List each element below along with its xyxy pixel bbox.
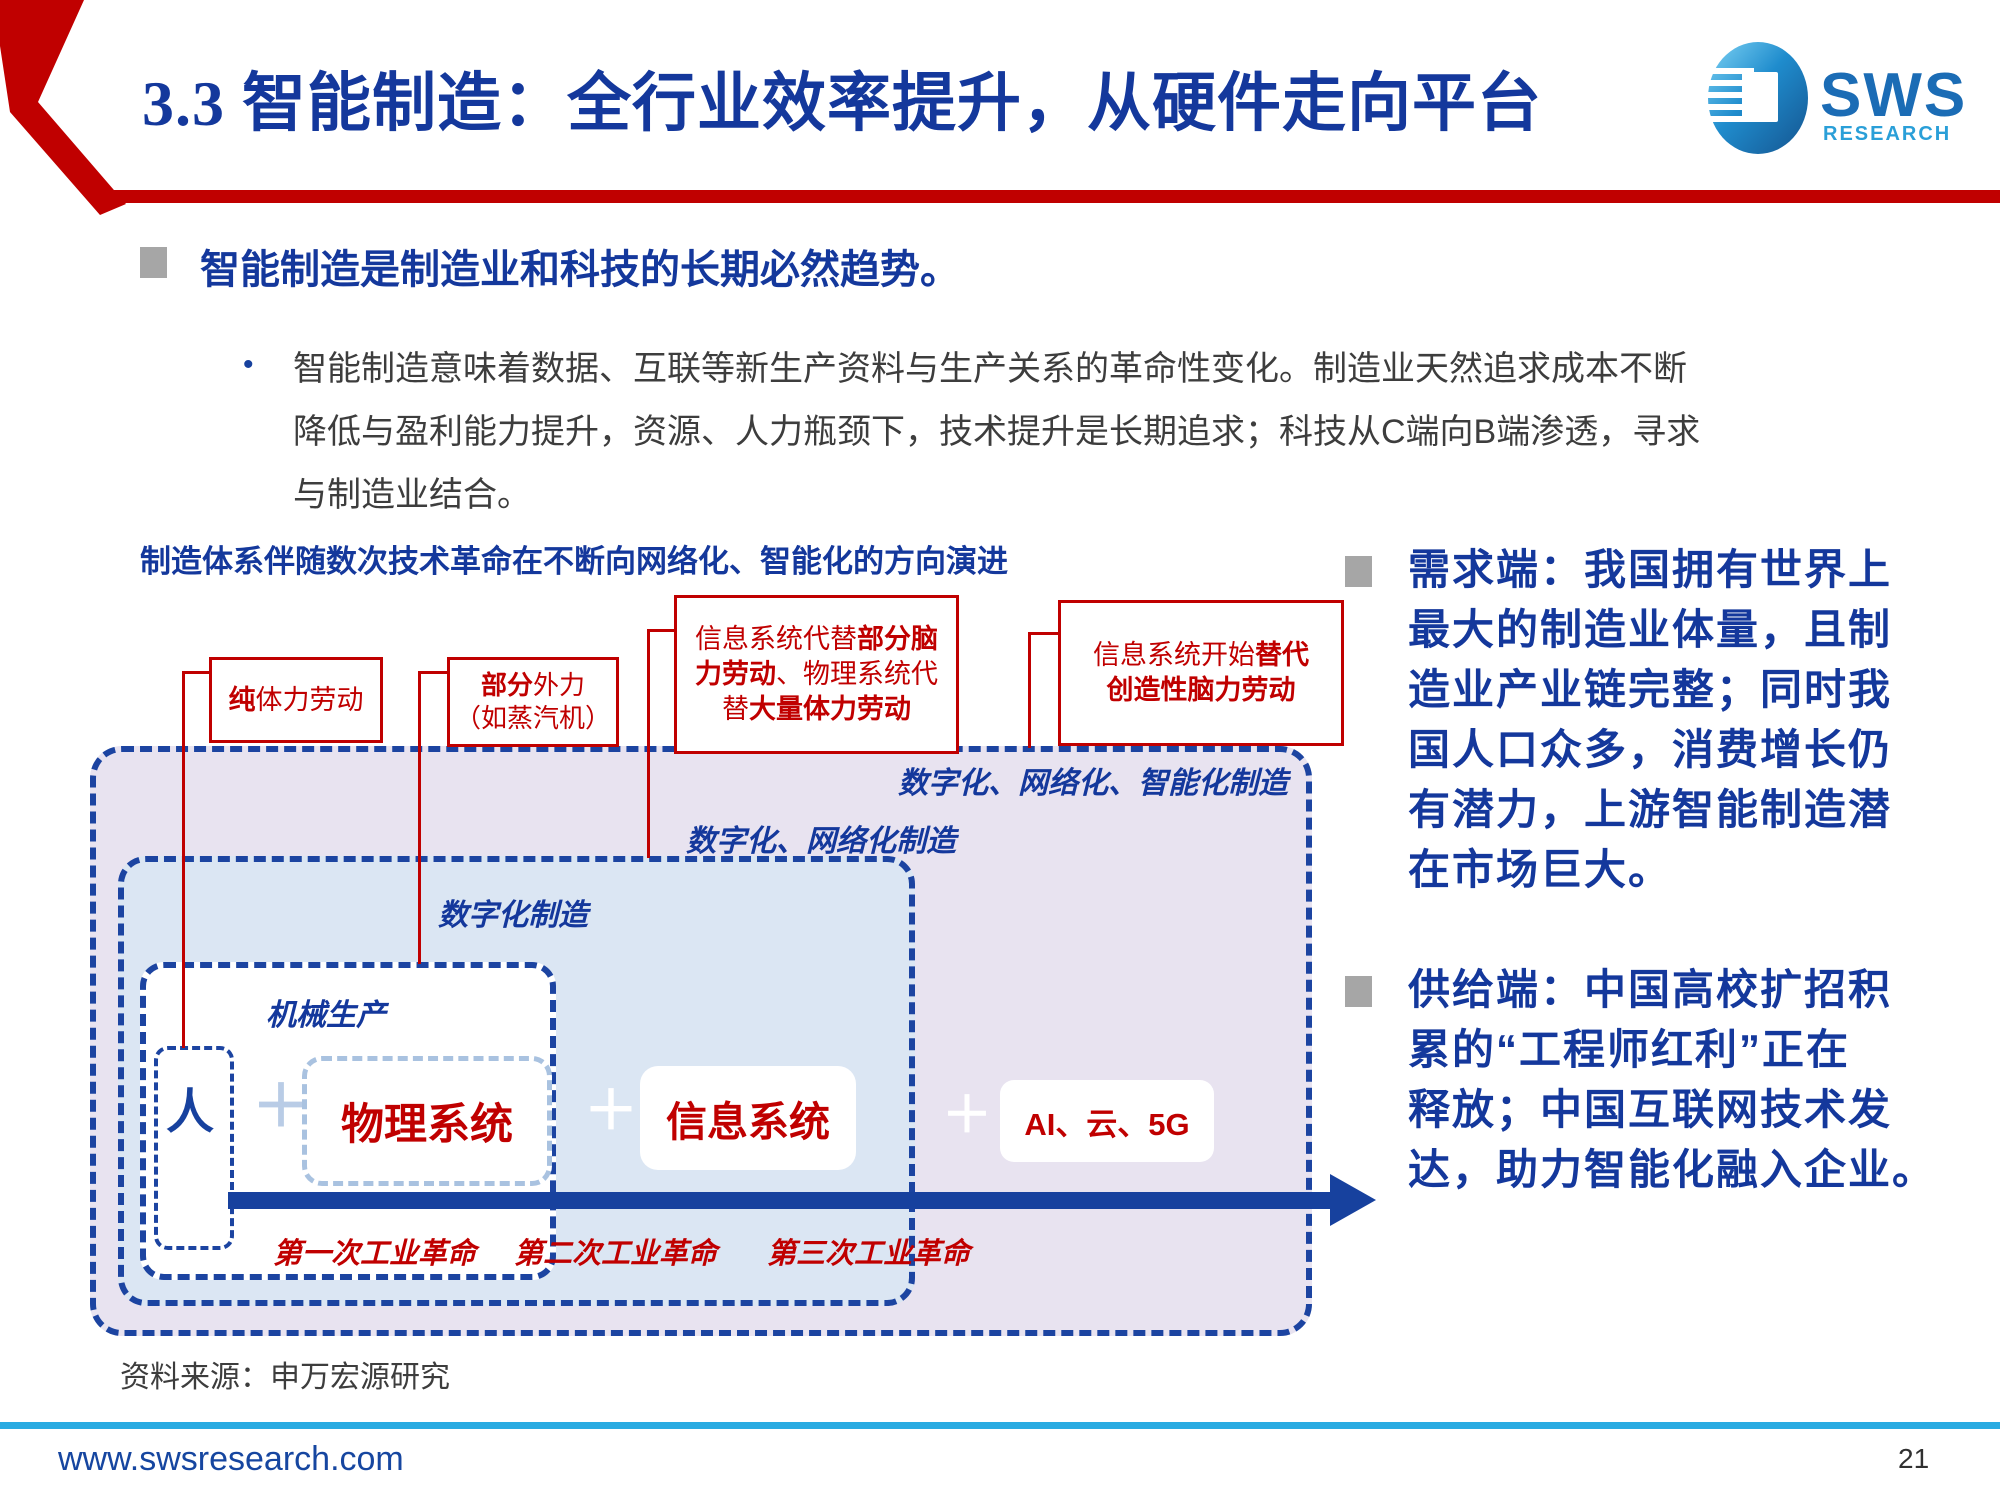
sws-logo: SWS RESEARCH [1700, 42, 1967, 154]
connector-line [182, 671, 210, 674]
revolution-label-1: 第一次工业革命 [273, 1238, 477, 1270]
connector-line [182, 671, 185, 1048]
callout-line: 纯体力劳动 [228, 684, 364, 715]
connector-line [418, 671, 448, 674]
sub-bullet-dot: • [243, 348, 254, 381]
callout-line: 部分外力 [480, 670, 586, 700]
callout-pure-labor: 纯体力劳动 [209, 657, 383, 743]
callout-partial-external: 部分外力 （如蒸汽机） [447, 657, 619, 747]
revolution-label-3: 第三次工业革命 [767, 1238, 971, 1270]
callout-info-creative: 信息系统开始替代 创造性脑力劳动 [1058, 600, 1344, 746]
connector-line [647, 629, 650, 858]
supply-bullet-square [1345, 976, 1372, 1007]
callout-line: 替大量体力劳动 [722, 694, 911, 724]
logo-subtext: RESEARCH [1823, 123, 1951, 145]
diagram-title: 制造体系伴随数次技术革命在不断向网络化、智能化的方向演进 [140, 544, 1008, 579]
physical-system-pill: 物理系统 [302, 1056, 552, 1186]
key-point-heading: 智能制造是制造业和科技的长期必然趋势。 [200, 248, 960, 292]
human-label: 人 [165, 1086, 214, 1139]
callout-line: 力劳动、物理系统代 [695, 659, 938, 689]
logo-mark-icon [1700, 42, 1808, 154]
revolution-label-2: 第二次工业革命 [514, 1238, 718, 1270]
label-l4: 数字化、网络化、智能化制造 [898, 767, 1288, 800]
header-chevron-icon [0, 0, 126, 215]
source-note: 资料来源：申万宏源研究 [120, 1361, 450, 1394]
callout-line: 信息系统开始替代 [1093, 640, 1309, 670]
page-number: 21 [1898, 1443, 1930, 1474]
ai-cloud-5g-pill: AI、云、5G [1000, 1080, 1214, 1162]
callout-line: （如蒸汽机） [454, 703, 611, 733]
header-rule [102, 190, 2000, 203]
supply-text: 供给端：中国高校扩招积 累的“工程师红利”正在 释放；中国互联网技术发 达，助力… [1408, 966, 1937, 1193]
callout-info-replace: 信息系统代替部分脑 力劳动、物理系统代 替大量体力劳动 [674, 595, 959, 754]
plus-icon: ＋ [584, 1081, 638, 1141]
arrow-head-icon [1330, 1174, 1376, 1226]
callout-line: 创造性脑力劳动 [1106, 675, 1296, 705]
timeline-arrow [228, 1192, 1332, 1209]
label-l2: 数字化制造 [438, 899, 588, 932]
footer-line [0, 1422, 2000, 1429]
bullet-square [140, 247, 167, 278]
callout-line: 信息系统代替部分脑 [695, 624, 938, 654]
connector-line [1028, 632, 1059, 635]
information-system-pill: 信息系统 [640, 1066, 856, 1170]
plus-icon: ＋ [252, 1074, 311, 1139]
key-point-detail: 智能制造意味着数据、互联等新生产资料与生产关系的革命性变化。制造业天然追求成本不… [293, 350, 1701, 514]
connector-line [418, 671, 421, 964]
demand-bullet-square [1345, 556, 1372, 587]
label-l3: 数字化、网络化制造 [686, 825, 956, 858]
footer-url: www.swsresearch.com [58, 1440, 404, 1478]
connector-line [647, 629, 675, 632]
demand-text: 需求端：我国拥有世界上 最大的制造业体量，且制 造业产业链完整；同时我 国人口众… [1408, 546, 1893, 893]
connector-line [1028, 632, 1031, 748]
page-title: 3.3 智能制造：全行业效率提升，从硬件走向平台 [142, 68, 1542, 139]
logo-text: SWS [1820, 61, 1967, 130]
label-l1: 机械生产 [266, 999, 386, 1032]
human-box [154, 1046, 234, 1250]
plus-icon: ＋ [942, 1087, 992, 1143]
